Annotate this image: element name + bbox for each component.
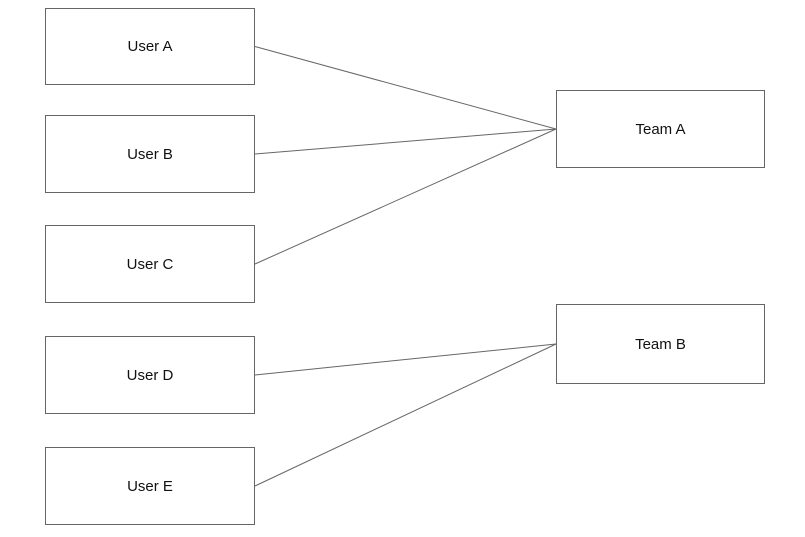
node-team-b[interactable]: Team B [556,304,765,384]
node-user-e[interactable]: User E [45,447,255,525]
node-user-c[interactable]: User C [45,225,255,303]
node-team-a[interactable]: Team A [556,90,765,168]
node-label-team-a: Team A [635,120,686,138]
node-label-user-d: User D [126,366,174,384]
edge-user-b-team-a[interactable] [254,128,557,155]
node-label-user-c: User C [126,255,174,273]
node-user-b[interactable]: User B [45,115,255,193]
node-label-user-e: User E [127,477,173,495]
edge-user-d-team-b[interactable] [254,343,557,376]
edge-user-e-team-b[interactable] [254,343,557,487]
node-user-d[interactable]: User D [45,336,255,414]
node-user-a[interactable]: User A [45,8,255,85]
edge-user-c-team-a[interactable] [254,128,557,265]
edge-user-a-team-a[interactable] [254,46,557,130]
node-label-team-b: Team B [635,335,686,353]
node-label-user-a: User A [127,38,173,55]
node-label-user-b: User B [127,145,173,163]
